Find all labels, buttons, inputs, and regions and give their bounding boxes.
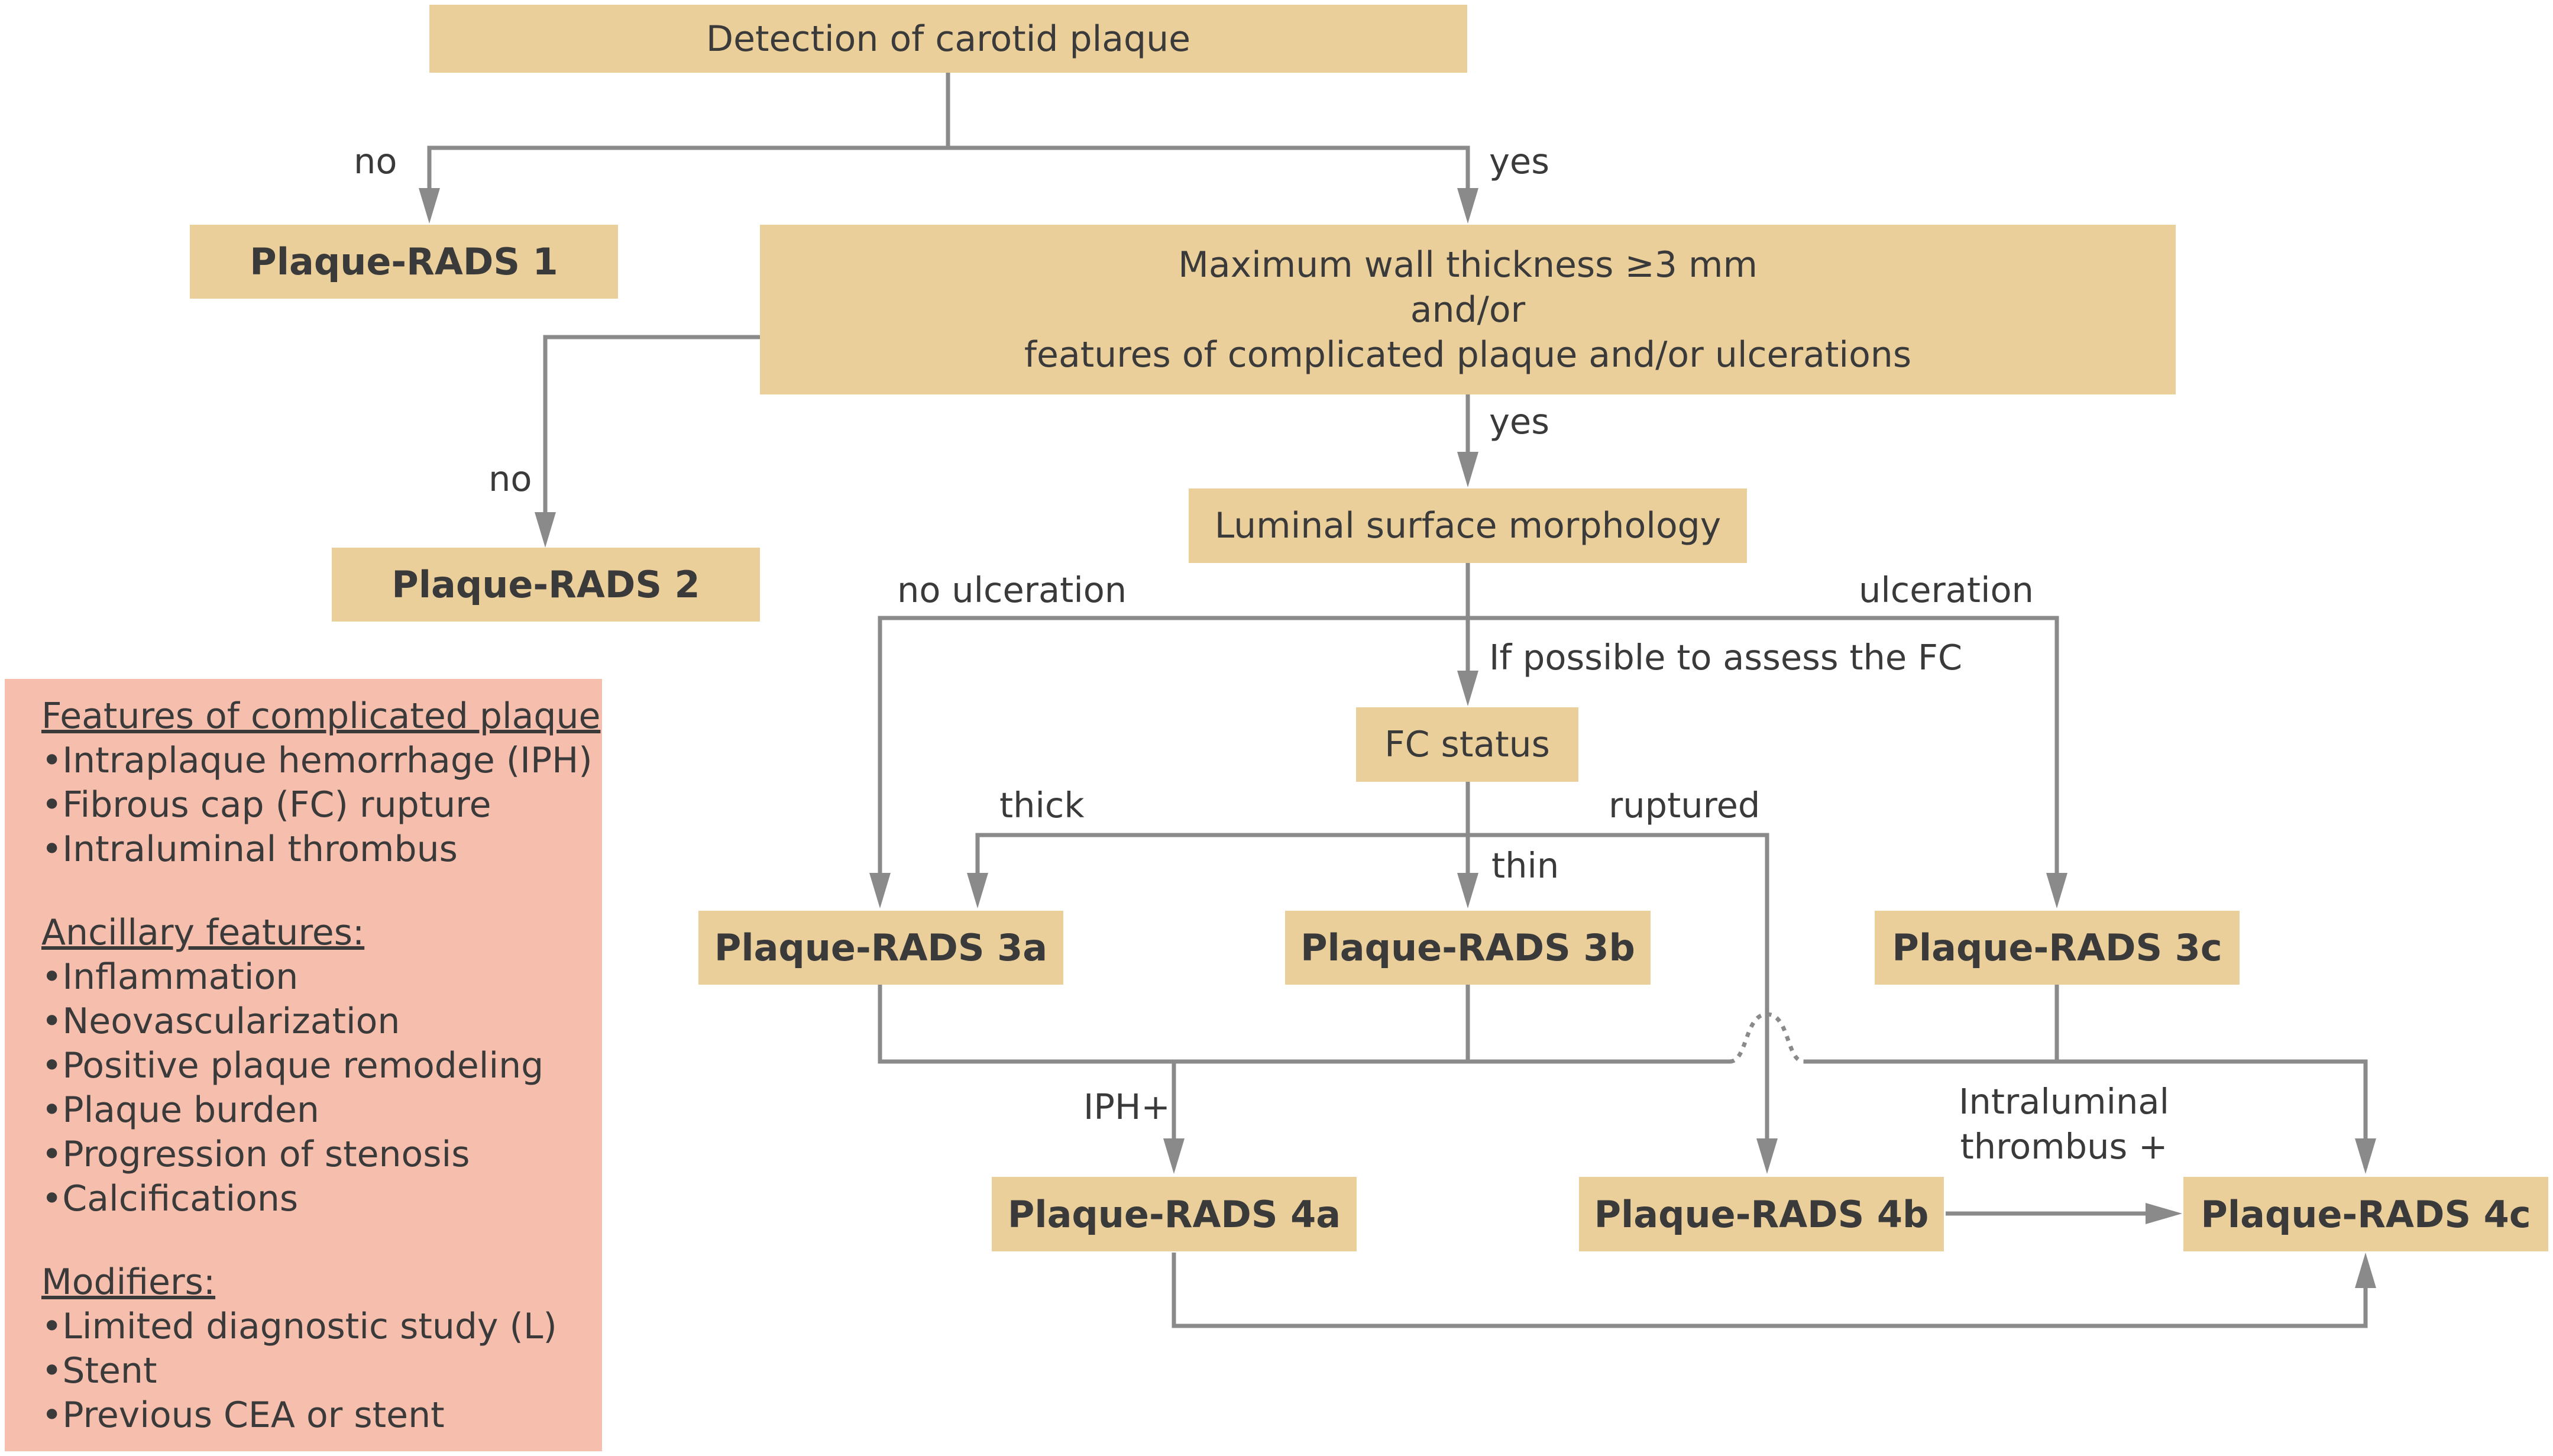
node-rads3b: Plaque-RADS 3b: [1285, 911, 1651, 985]
edge-label-assess-fc: If possible to assess the FC: [1489, 637, 1963, 678]
legend-ancillary-title: Ancillary features:: [41, 912, 365, 953]
legend-modifiers-group: Modifiers: Limited diagnostic study (L) …: [41, 1260, 602, 1438]
node-rads2: Plaque-RADS 2: [332, 548, 760, 622]
legend-ancillary-group: Ancillary features: Inflammation Neovasc…: [41, 911, 602, 1221]
edge-label-thick: thick: [999, 785, 1085, 826]
connector-fc-ruptured: [1468, 833, 1769, 1146]
node-rads2-label: Plaque-RADS 2: [391, 563, 700, 606]
node-rads4b-label: Plaque-RADS 4b: [1594, 1192, 1929, 1236]
node-luminal-label: Luminal surface morphology: [1214, 505, 1722, 546]
edge-label-yes-1: yes: [1489, 141, 1549, 182]
node-luminal-morphology: Luminal surface morphology: [1189, 488, 1747, 563]
edge-label-thrombus-line-2: thrombus +: [1960, 1126, 2168, 1167]
connector-detection-yes: [948, 145, 1470, 192]
legend-item: Intraplaque hemorrhage (IPH): [41, 739, 602, 783]
edge-label-no-2: no: [488, 458, 532, 499]
node-rads4a: Plaque-RADS 4a: [992, 1177, 1357, 1251]
node-rads3a: Plaque-RADS 3a: [698, 911, 1063, 985]
node-rads3c-label: Plaque-RADS 3c: [1892, 926, 2222, 969]
arrowhead-rads4c-top: [2355, 1138, 2376, 1174]
legend-complicated-group: Features of complicated plaque Intraplaq…: [41, 694, 602, 872]
edge-label-iph-plus: IPH+: [1083, 1086, 1170, 1127]
node-detection-label: Detection of carotid plaque: [706, 18, 1191, 60]
edge-label-no-ulceration: no ulceration: [897, 570, 1127, 610]
legend-item: Plaque burden: [41, 1088, 602, 1133]
arrowhead-rads2: [535, 512, 556, 548]
edge-label-ruptured: ruptured: [1609, 785, 1761, 826]
arrowhead-rads3a-thick: [967, 873, 988, 908]
connector-detection-no: [427, 145, 948, 192]
arrowhead-rads4a: [1163, 1138, 1185, 1174]
node-rads4c-label: Plaque-RADS 4c: [2201, 1192, 2531, 1236]
legend-item: Intraluminal thrombus: [41, 827, 602, 872]
edge-label-thrombus-line-1: Intraluminal: [1959, 1081, 2169, 1122]
node-detection: Detection of carotid plaque: [429, 5, 1467, 73]
connector-luminal-ulceration: [1468, 616, 2059, 879]
legend-item: Neovascularization: [41, 999, 602, 1044]
legend-complicated-list: Intraplaque hemorrhage (IPH) Fibrous cap…: [41, 739, 602, 872]
node-fc-status: FC status: [1356, 707, 1578, 782]
connector-luminal-no-ulceration: [878, 616, 1468, 879]
edge-label-thrombus: Intraluminal thrombus +: [1937, 1079, 2191, 1169]
node-wall-thickness: Maximum wall thickness ≥3 mm and/or feat…: [760, 225, 2176, 394]
connector-4a-to-4c: [1172, 1253, 2368, 1328]
connector-3a-down: [878, 985, 1468, 1064]
legend-ancillary-list: Inflammation Neovascularization Positive…: [41, 955, 602, 1221]
legend-item: Calcifications: [41, 1177, 602, 1221]
connector-crossing-hop: [1729, 1012, 1804, 1064]
legend-item: Stent: [41, 1349, 602, 1393]
node-rads1-label: Plaque-RADS 1: [250, 240, 558, 283]
node-rads3a-label: Plaque-RADS 3a: [714, 926, 1048, 969]
arrowhead-rads3c: [2046, 873, 2067, 908]
legend-item: Limited diagnostic study (L): [41, 1305, 602, 1349]
arrowhead-rads1: [419, 188, 440, 224]
node-rads1: Plaque-RADS 1: [190, 225, 618, 299]
arrowhead-rads4c-left: [2146, 1203, 2182, 1224]
arrowhead-rads3b: [1457, 873, 1478, 908]
legend-item: Progression of stenosis: [41, 1133, 602, 1177]
edge-label-no-1: no: [354, 141, 397, 182]
node-wall-line-2: and/or: [1410, 289, 1526, 331]
legend-item: Inflammation: [41, 955, 602, 999]
arrowhead-luminal: [1457, 452, 1478, 487]
legend-complicated-title: Features of complicated plaque: [41, 695, 601, 737]
node-wall-line-3: features of complicated plaque and/or ul…: [1024, 334, 1912, 376]
arrowhead-rads4b: [1756, 1138, 1778, 1174]
node-wall-line-1: Maximum wall thickness ≥3 mm: [1178, 244, 1758, 286]
legend-item: Positive plaque remodeling: [41, 1044, 602, 1088]
node-fc-status-label: FC status: [1384, 724, 1550, 765]
legend-item: Fibrous cap (FC) rupture: [41, 783, 602, 827]
connector-fc-thick: [975, 833, 1468, 879]
legend-modifiers-title: Modifiers:: [41, 1261, 216, 1303]
arrowhead-wall: [1457, 188, 1478, 224]
connector-wall-no: [543, 335, 760, 516]
edge-label-thin: thin: [1491, 845, 1559, 886]
node-rads4b: Plaque-RADS 4b: [1579, 1177, 1944, 1251]
node-rads4a-label: Plaque-RADS 4a: [1007, 1192, 1341, 1236]
node-rads3c: Plaque-RADS 3c: [1875, 911, 2240, 985]
edge-label-yes-2: yes: [1489, 401, 1549, 442]
legend-panel: Features of complicated plaque Intraplaq…: [5, 679, 602, 1451]
node-rads4c: Plaque-RADS 4c: [2183, 1177, 2548, 1251]
legend-modifiers-list: Limited diagnostic study (L) Stent Previ…: [41, 1305, 602, 1438]
arrowhead-rads3a-no-ulceration: [869, 873, 891, 908]
edge-label-ulceration: ulceration: [1859, 570, 2034, 610]
connector-3c-to-4c: [2054, 985, 2368, 1168]
node-rads3b-label: Plaque-RADS 3b: [1300, 926, 1635, 969]
legend-item: Previous CEA or stent: [41, 1393, 602, 1438]
arrowhead-fc-status: [1457, 671, 1478, 706]
arrowhead-rads4c-bottom: [2355, 1253, 2376, 1288]
